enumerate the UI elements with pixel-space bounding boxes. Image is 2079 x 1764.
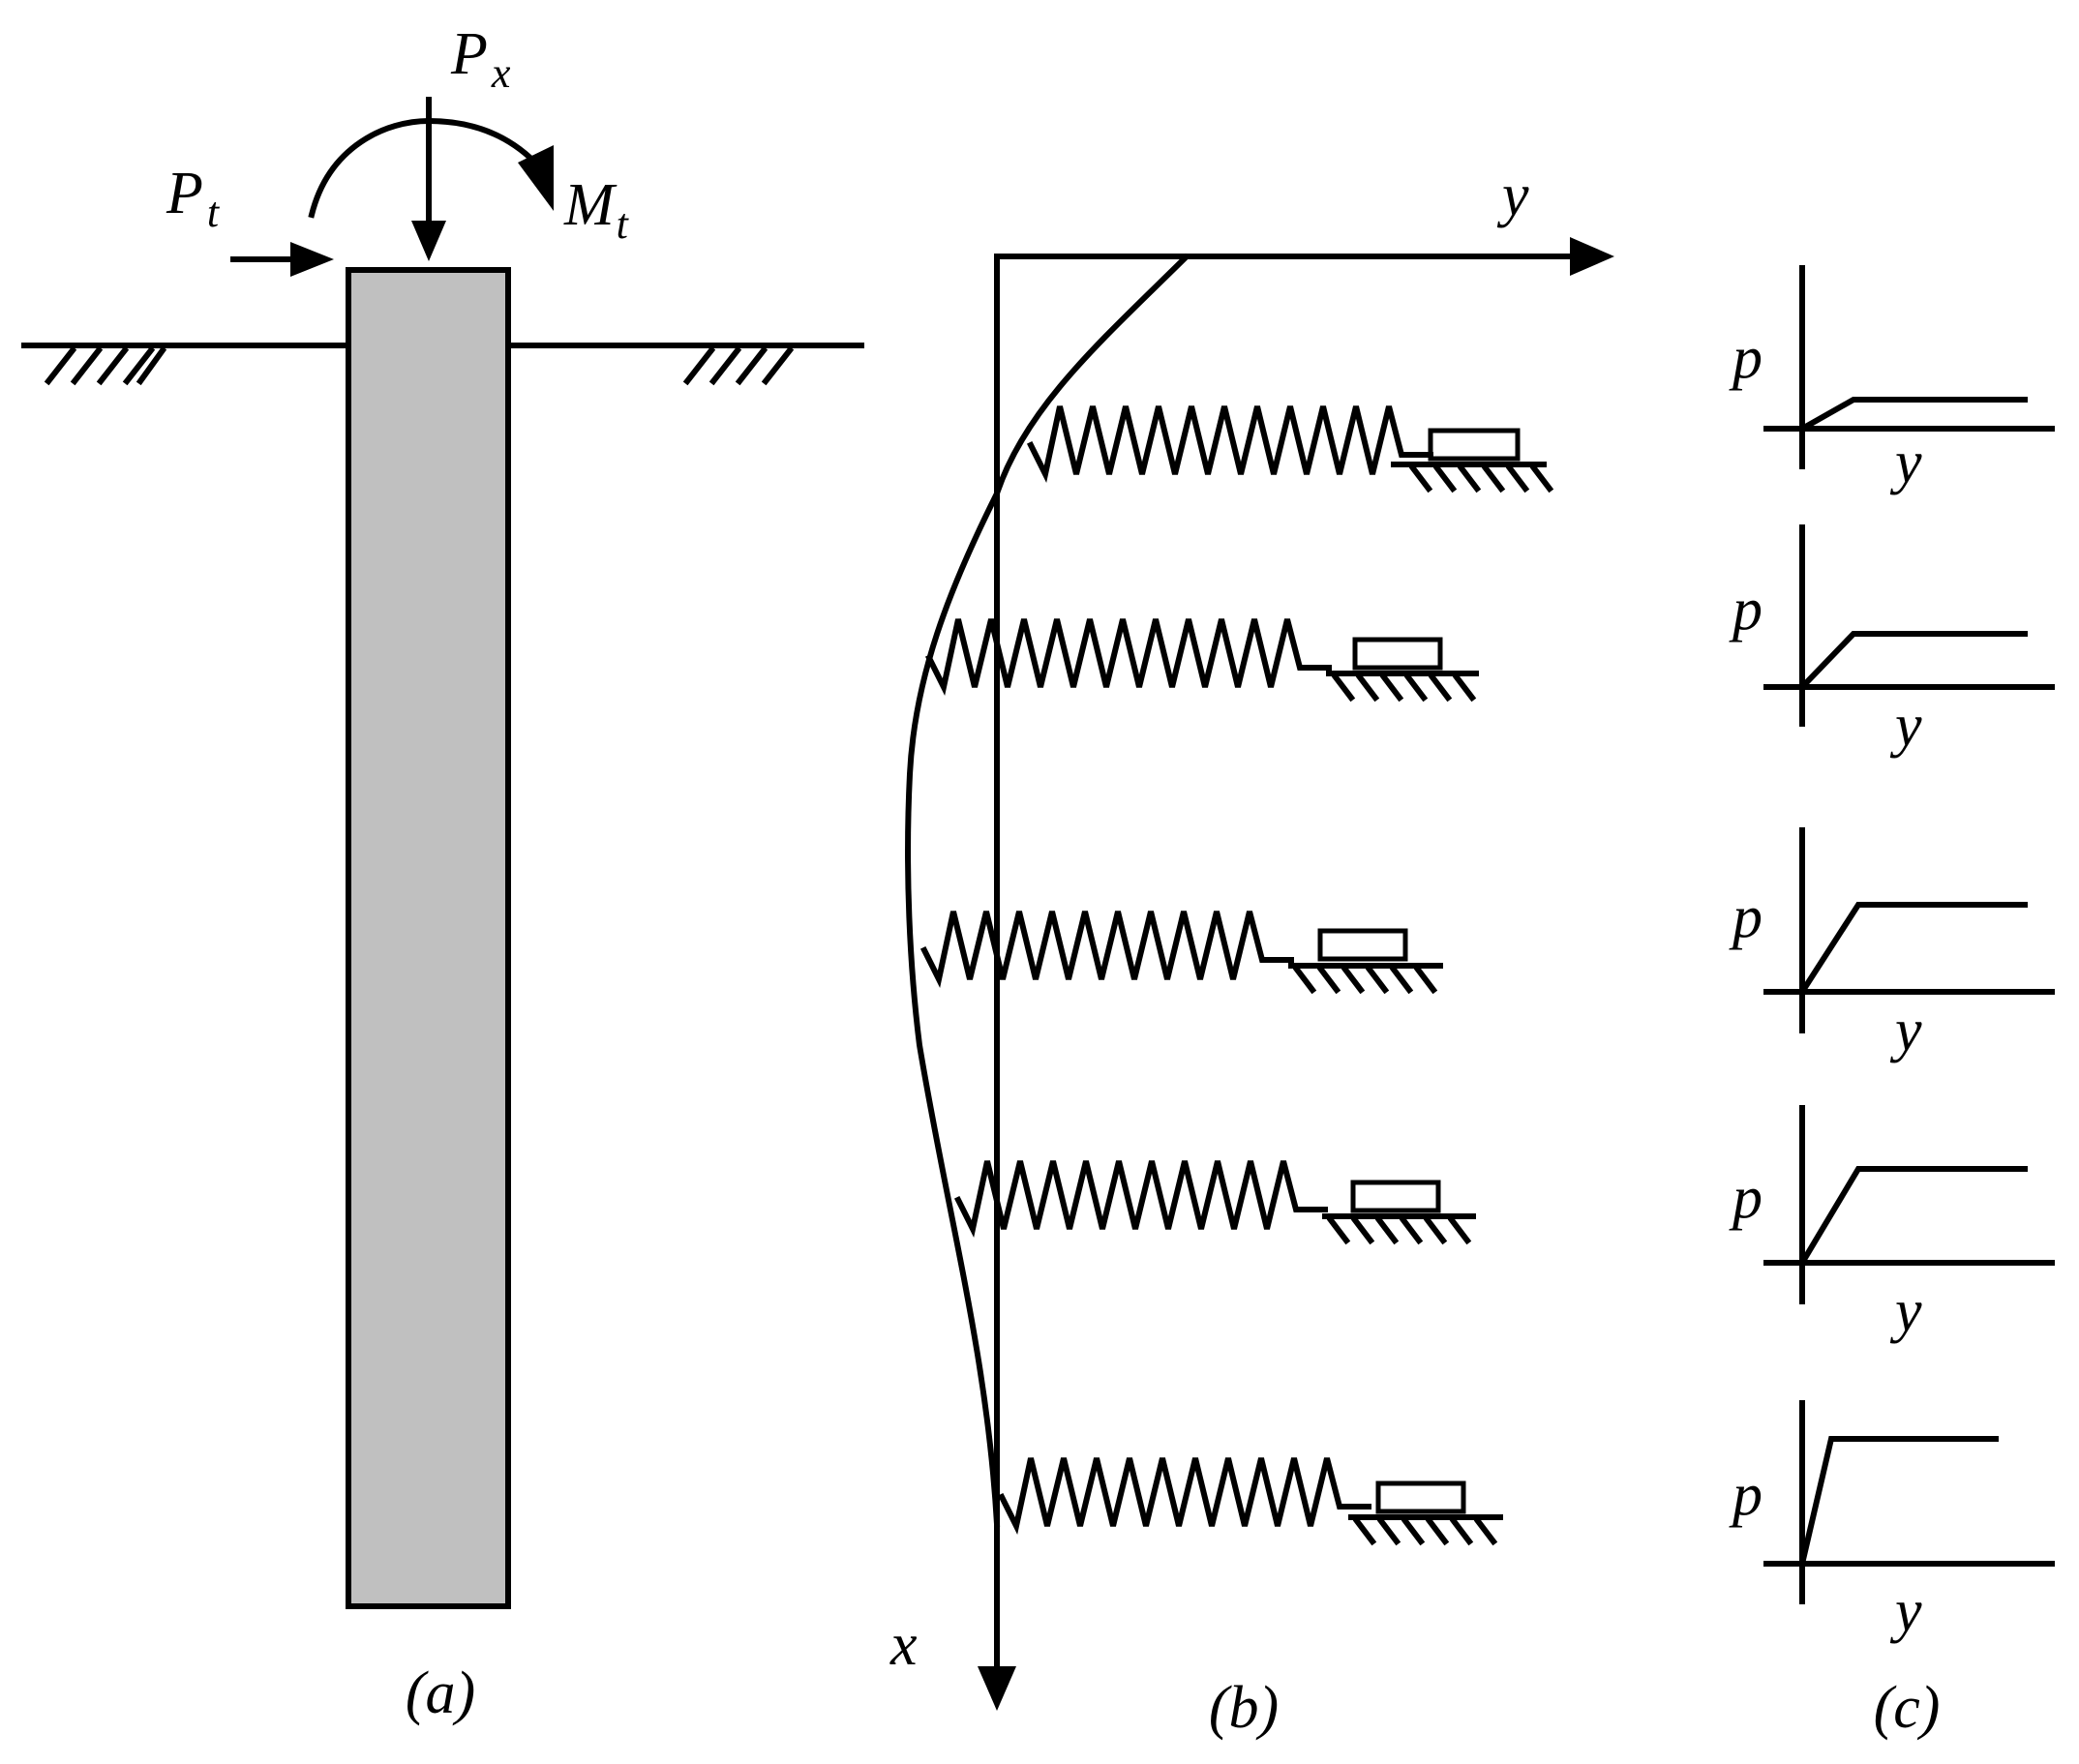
p-label: p bbox=[1729, 1462, 1763, 1528]
p-y-curve-4: p y bbox=[1729, 1105, 2055, 1344]
p-label: p bbox=[1729, 577, 1763, 643]
moment-arc bbox=[308, 117, 540, 219]
y-label: y bbox=[1889, 1278, 1922, 1344]
lateral-load-arrowhead bbox=[290, 242, 334, 277]
moment-arrowhead bbox=[518, 145, 554, 211]
y-axis-label: y bbox=[1496, 163, 1529, 228]
ground-hatch-right bbox=[682, 345, 795, 386]
moment-label: Mt bbox=[563, 172, 630, 248]
panel-a: Px Pt Mt (a) bbox=[21, 21, 864, 1726]
deflection-curve bbox=[905, 253, 1190, 1528]
y-label: y bbox=[1889, 430, 1922, 495]
caption-a: (a) bbox=[406, 1660, 475, 1726]
spring-1 bbox=[1026, 405, 1554, 493]
p-y-curve-2: p y bbox=[1729, 524, 2055, 759]
spring-3 bbox=[919, 911, 1443, 995]
caption-b: (b) bbox=[1209, 1675, 1279, 1741]
spring-2 bbox=[924, 618, 1479, 703]
y-axis-arrowhead bbox=[1570, 237, 1614, 276]
spring-5 bbox=[997, 1457, 1503, 1546]
panel-b: y x bbox=[889, 163, 1614, 1741]
ground-hatch-left bbox=[44, 345, 167, 386]
p-y-curve-3: p y bbox=[1729, 827, 2055, 1063]
y-label: y bbox=[1889, 1578, 1922, 1644]
p-label: p bbox=[1729, 1165, 1763, 1231]
axial-load-arrowhead bbox=[411, 221, 446, 261]
x-axis-label: x bbox=[889, 1612, 918, 1678]
p-label: p bbox=[1729, 325, 1763, 391]
spring-4 bbox=[953, 1160, 1476, 1245]
y-label: y bbox=[1889, 998, 1922, 1063]
pile bbox=[346, 267, 511, 1609]
caption-c: (c) bbox=[1874, 1675, 1941, 1741]
p-label: p bbox=[1729, 884, 1763, 950]
y-label: y bbox=[1889, 693, 1922, 759]
panel-c: p y p y p y p y p y bbox=[1729, 265, 2055, 1741]
x-axis-arrowhead bbox=[978, 1666, 1016, 1711]
p-y-curve-1: p y bbox=[1729, 265, 2055, 495]
p-y-curve-5: p y bbox=[1729, 1400, 2055, 1644]
axial-load-label: Px bbox=[450, 21, 511, 97]
lateral-load-label: Pt bbox=[166, 161, 221, 236]
